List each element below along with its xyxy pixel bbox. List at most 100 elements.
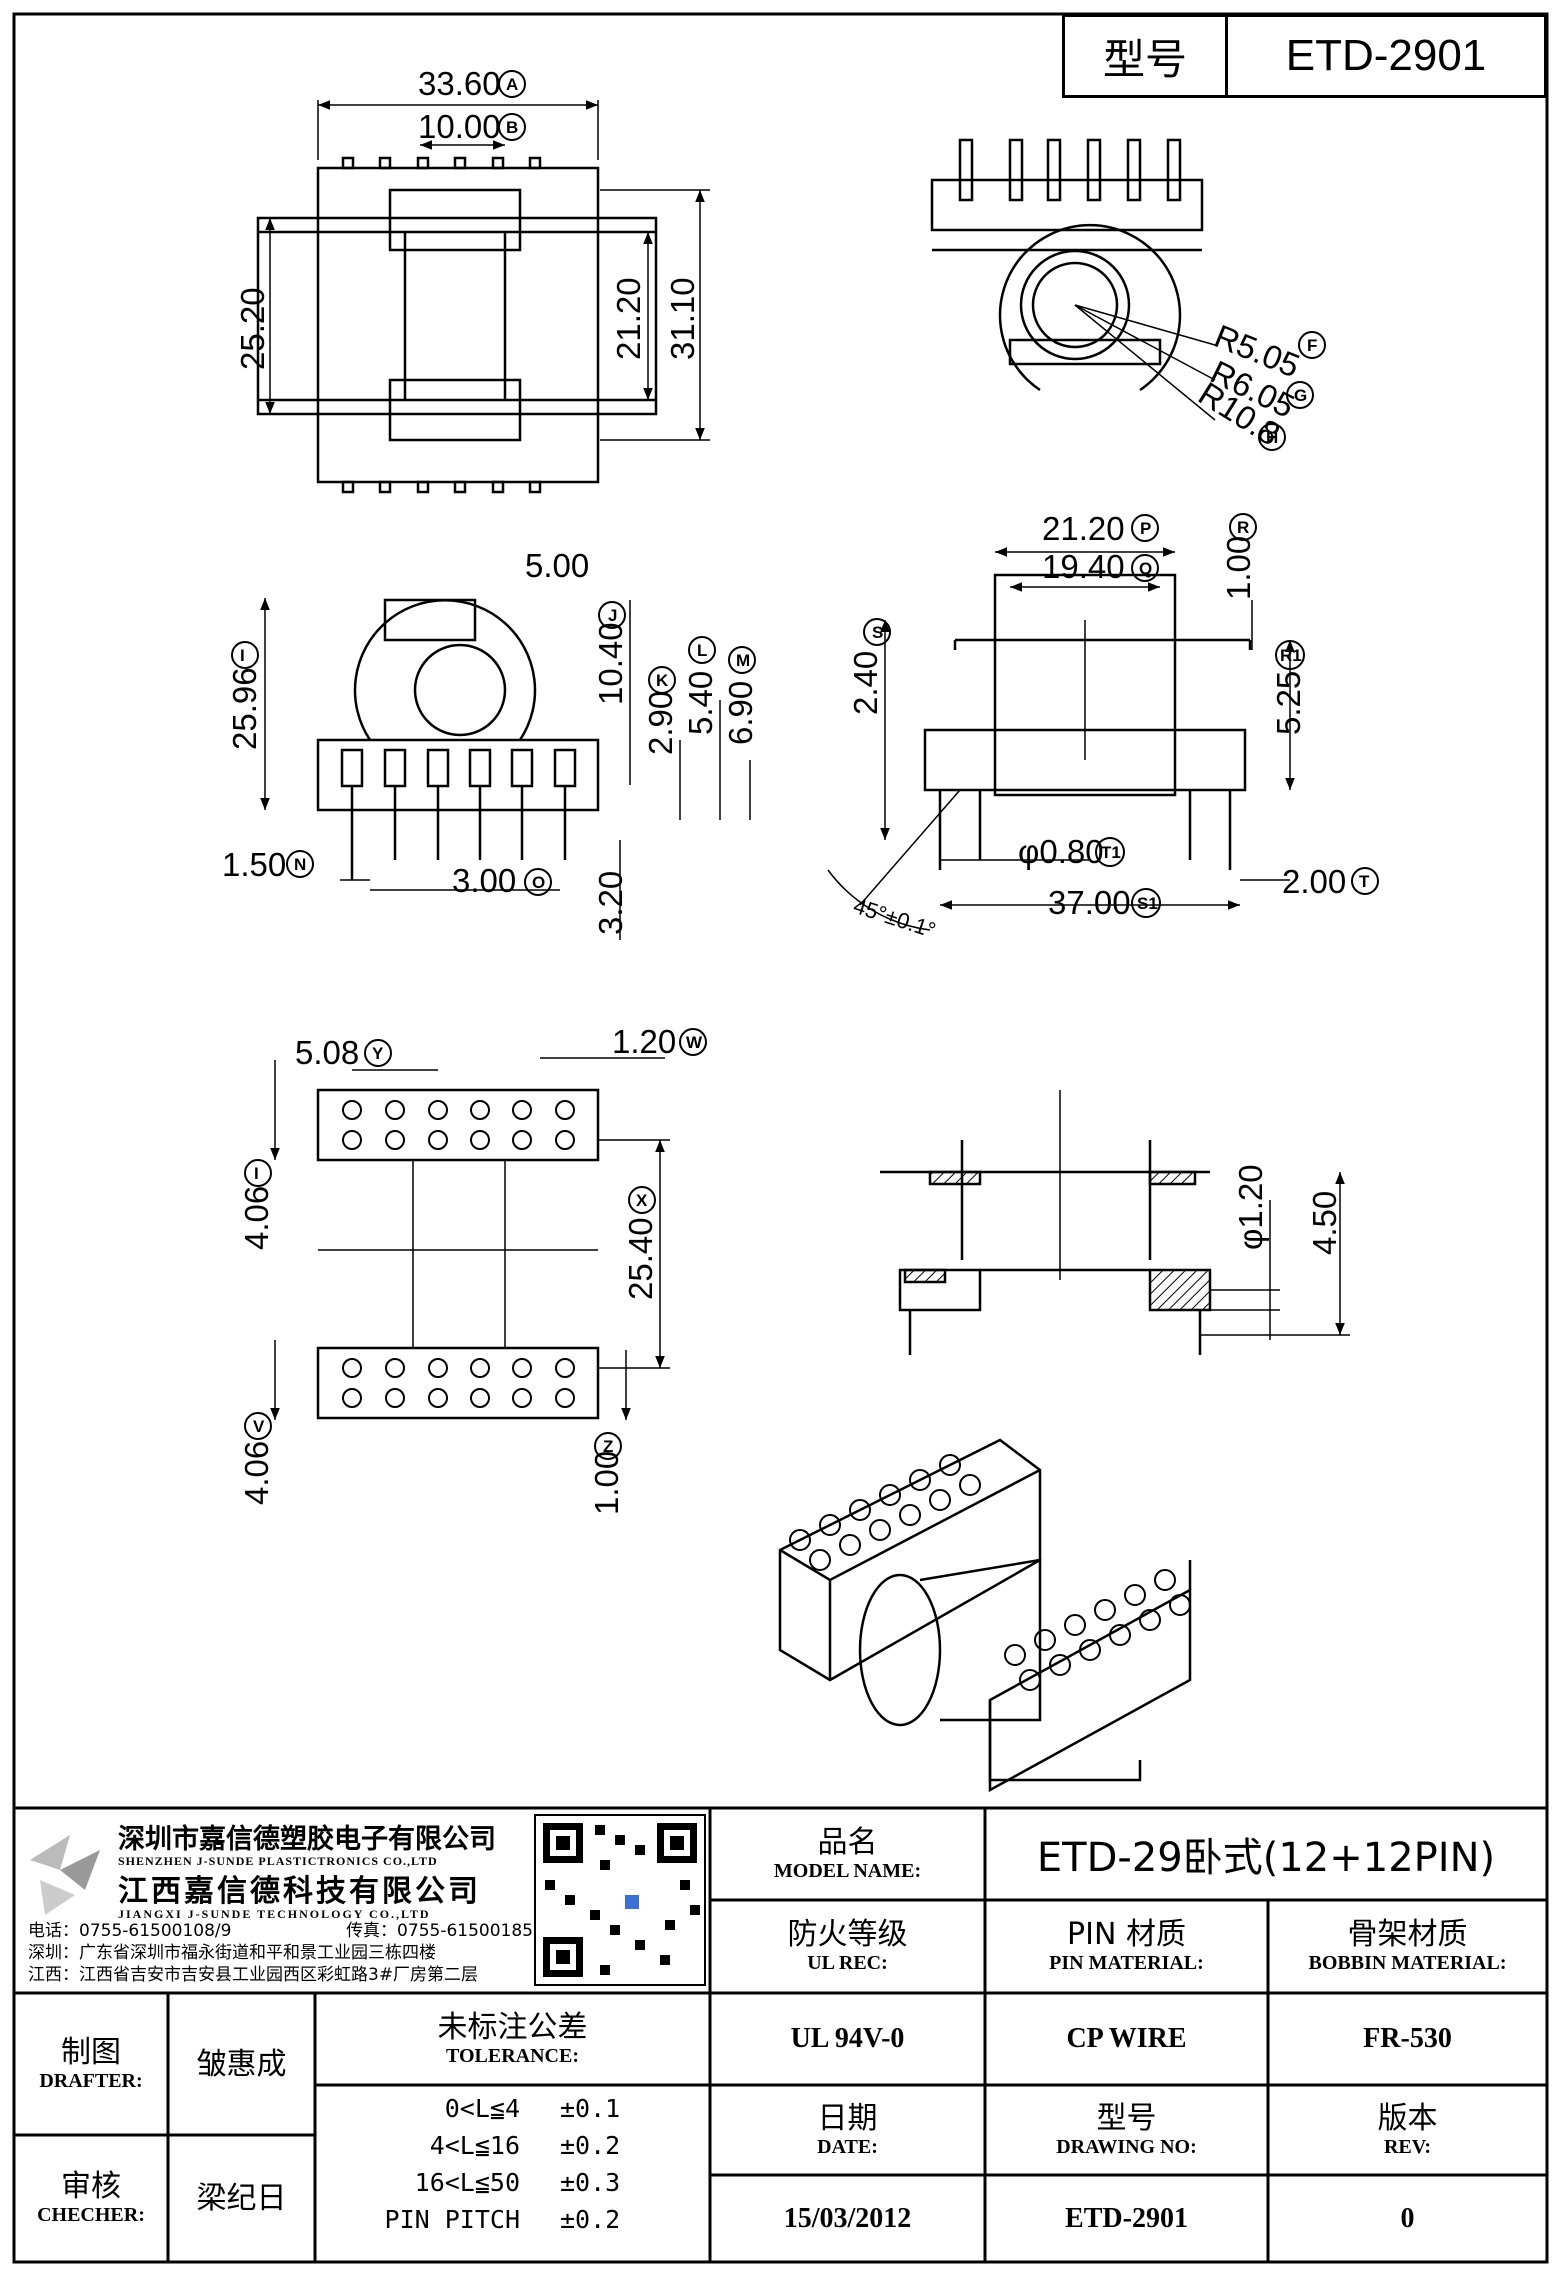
dim-1-00-top: 1.00 xyxy=(1220,536,1257,600)
section-view xyxy=(880,1090,1350,1355)
company-name-shenzhen: 深圳市嘉信德塑胶电子有限公司 xyxy=(118,1816,530,1856)
dim-phi-0-80: φ0.80 xyxy=(1018,833,1104,870)
label-Y: Y xyxy=(372,1044,384,1063)
cell-rev-label: 版本 REV: xyxy=(1268,2085,1547,2175)
dim-25-96: 25.96 xyxy=(226,667,263,750)
cell-ul-label: 防火等级 UL REC: xyxy=(710,1900,985,1993)
dim-31-10: 31.10 xyxy=(664,277,701,360)
cell-drafter-label: 制图 DRAFTER: xyxy=(14,1993,168,2135)
tolerance-en: TOLERANCE: xyxy=(446,2044,579,2067)
dim-phi-1-20: φ1.20 xyxy=(1232,1164,1269,1250)
date-en: DATE: xyxy=(817,2135,878,2158)
pin-value: CP WIRE xyxy=(1066,2023,1187,2054)
cell-drawing-label: 型号 DRAWING NO: xyxy=(985,2085,1268,2175)
label-B: B xyxy=(506,118,518,137)
title-block-grid xyxy=(14,1806,1547,2262)
dim-4-50: 4.50 xyxy=(1306,1191,1343,1255)
cell-checker-label: 审核 CHECHER: xyxy=(14,2135,168,2262)
top-view xyxy=(256,100,710,494)
label-O: O xyxy=(532,873,545,892)
label-Q: Q xyxy=(1139,559,1152,578)
model-name-en: MODEL NAME: xyxy=(773,1859,922,1882)
cell-model-name-label: 品名 MODEL NAME: xyxy=(710,1808,985,1900)
company-phone: 电话：0755-61500108/9 xyxy=(28,1921,232,1941)
cell-bobbin-label: 骨架材质 BOBBIN MATERIAL: xyxy=(1268,1900,1547,1993)
tolerance-cn: 未标注公差 xyxy=(437,2009,588,2045)
checker-cn: 审核 xyxy=(61,2169,121,2204)
bobbin-value: FR-530 xyxy=(1363,2023,1452,2054)
dim-2-90: 2.90 xyxy=(642,691,679,755)
drafter-cn: 制图 xyxy=(61,2034,121,2070)
rev-cn: 版本 xyxy=(1377,2100,1438,2136)
dim-10-40: 10.40 xyxy=(592,622,629,705)
rev-value: 0 xyxy=(1400,2202,1415,2234)
bobbin-cn: 骨架材质 xyxy=(1347,1917,1468,1952)
header-model-label: 型号 xyxy=(1065,17,1228,95)
cell-ul-value: UL 94V-0 xyxy=(710,1993,985,2085)
label-G: G xyxy=(1294,386,1307,405)
company-en-sz: SHENZHEN J-SUNDE PLASTICTRONICS CO.,LTD xyxy=(118,1853,438,1868)
company-name-jiangxi: 江西嘉信德科技有限公司 xyxy=(118,1868,530,1909)
label-R: R xyxy=(1237,518,1249,537)
iso-pins-right xyxy=(1004,1569,1191,1691)
label-H: H xyxy=(1266,428,1278,447)
drawing-value: ETD-2901 xyxy=(1065,2202,1188,2234)
label-R1: R1 xyxy=(1280,646,1302,665)
front-view-left xyxy=(260,598,751,940)
side-view-right xyxy=(827,547,1295,931)
ul-value: UL 94V-0 xyxy=(790,2023,905,2054)
cell-drawing-value: ETD-2901 xyxy=(985,2175,1268,2262)
pin-en: PIN MATERIAL: xyxy=(1049,1952,1204,1974)
dim-3-20: 3.20 xyxy=(592,871,629,935)
label-M: M xyxy=(736,651,750,670)
company-en-jx-wrap: JIANGXI J-SUNDE TECHNOLOGY CO.,LTD xyxy=(118,1906,530,1922)
tolerance-row: 0<L≦4 ±0.1 xyxy=(315,2090,710,2127)
dim-21-20-horizontal: 21.20 xyxy=(1042,510,1125,547)
dim-19-40: 19.40 xyxy=(1042,548,1125,585)
company-name-sz: 深圳市嘉信德塑胶电子有限公司 xyxy=(118,1823,496,1855)
dim-33-60: 33.60 xyxy=(418,65,501,102)
dim-10-00: 10.00 xyxy=(418,108,501,145)
company-address-jx: 江西：江西省吉安市吉安县工业园西区彩虹路3#厂房第二层 xyxy=(28,1965,479,1985)
label-A: A xyxy=(506,75,518,94)
dim-5-25: 5.25 xyxy=(1270,671,1307,735)
label-I: I xyxy=(240,646,245,665)
dim-3-00: 3.00 xyxy=(452,862,516,899)
bottom-pin-holes xyxy=(342,1100,575,1408)
dim-4-06-top: 4.06 xyxy=(238,1186,275,1250)
label-T: T xyxy=(1359,872,1370,891)
side-pins xyxy=(958,138,1182,202)
isometric-view xyxy=(778,1438,1192,1793)
label-J: J xyxy=(608,606,617,625)
tolerance-row: 4<L≦16 ±0.2 xyxy=(315,2127,710,2164)
tolerance-row: PIN PITCH ±0.2 xyxy=(315,2201,710,2238)
label-K: K xyxy=(656,671,669,690)
label-F: F xyxy=(1307,336,1317,355)
checker-en: CHECHER: xyxy=(37,2204,145,2226)
company-en-jx: JIANGXI J-SUNDE TECHNOLOGY CO.,LTD xyxy=(118,1906,431,1921)
date-cn: 日期 xyxy=(817,2100,878,2136)
tolerance-range: PIN PITCH xyxy=(384,2205,520,2234)
checker-value: 梁纪日 xyxy=(196,2181,287,2216)
label-V: V xyxy=(253,1417,265,1436)
dim-4-06-bottom: 4.06 xyxy=(238,1441,275,1505)
tolerance-range: 4<L≦16 xyxy=(429,2131,520,2160)
tolerance-table: 0<L≦4 ±0.1 4<L≦16 ±0.2 16<L≦50 ±0.3 PIN … xyxy=(315,2090,710,2260)
label-S1: S1 xyxy=(1137,894,1158,913)
dim-5-40: 5.40 xyxy=(682,671,719,735)
model-name-value: ETD-29卧式(12+12PIN) xyxy=(1036,1835,1496,1881)
dim-2-00: 2.00 xyxy=(1282,863,1346,900)
drawing-cn: 型号 xyxy=(1096,2100,1157,2136)
label-I2: I xyxy=(254,1164,259,1183)
dim-37-00: 37.00 xyxy=(1048,884,1131,921)
label-P: P xyxy=(1140,519,1151,538)
rev-en: REV: xyxy=(1383,2135,1432,2158)
model-name-cn: 品名 xyxy=(817,1824,878,1860)
cell-checker-value: 梁纪日 xyxy=(168,2135,315,2262)
drafter-value: 皱惠成 xyxy=(196,2046,287,2082)
ul-en: UL REC: xyxy=(807,1952,888,1974)
header-model-value: ETD-2901 xyxy=(1285,31,1487,80)
drafter-en: DRAFTER: xyxy=(39,2069,143,2092)
top-pins xyxy=(341,156,542,494)
